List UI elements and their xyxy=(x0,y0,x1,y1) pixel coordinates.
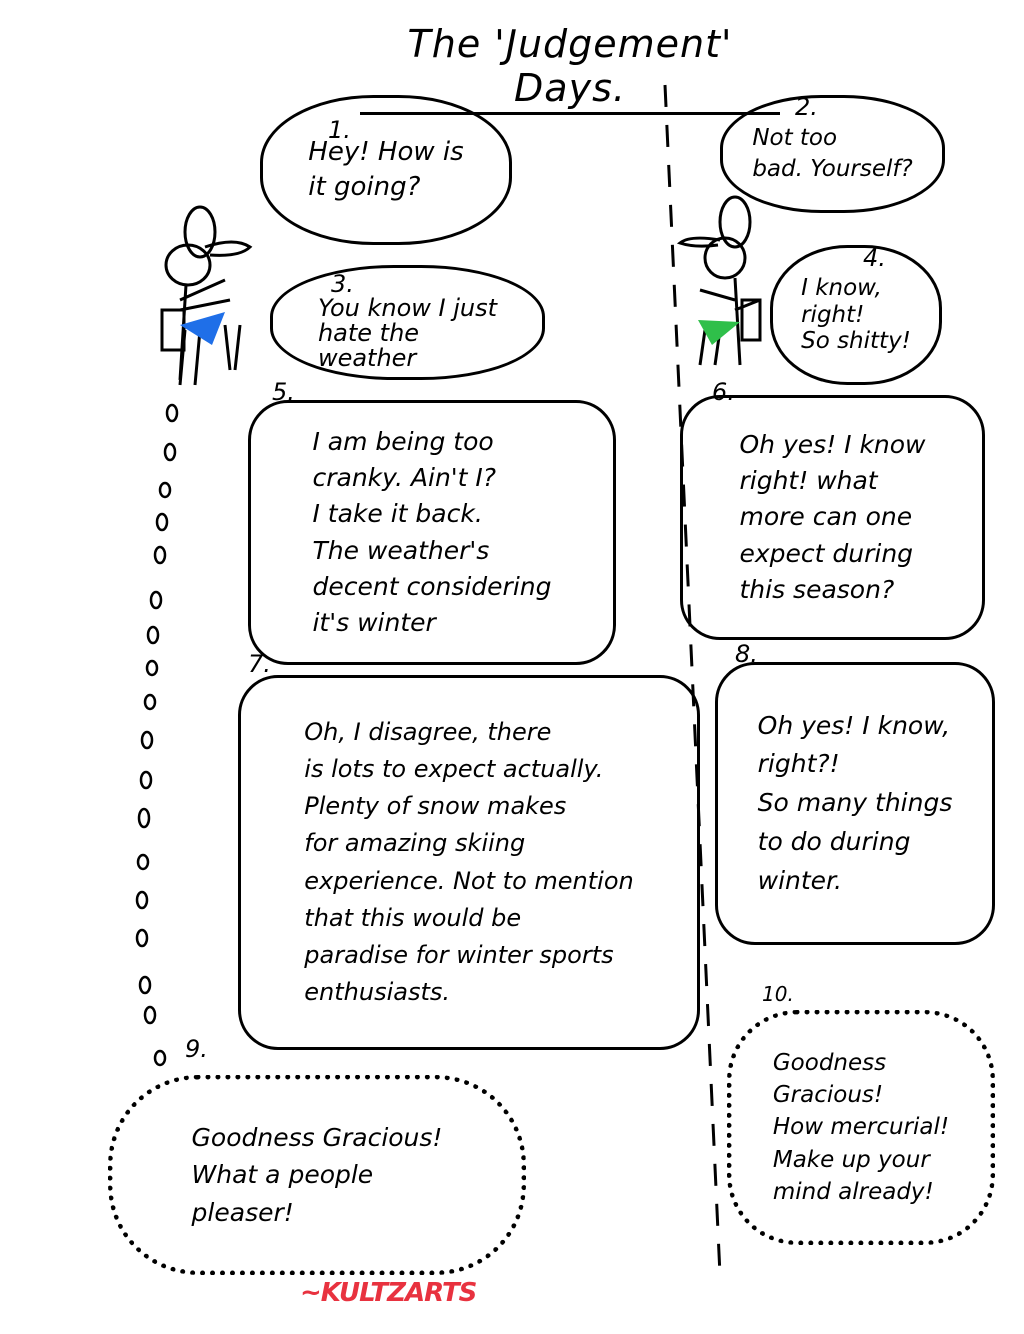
left-dots xyxy=(135,403,179,1067)
bubble-text: Not too bad. Yourself? xyxy=(752,124,913,182)
bubble-text: I know, right! So shitty! xyxy=(801,275,911,355)
bubble-number: 4. xyxy=(863,244,886,272)
bubble-text: Goodness Gracious! What a people pleaser… xyxy=(191,1122,443,1227)
bubble-number-10: 10. xyxy=(762,982,794,1006)
bubble-number: 3. xyxy=(331,270,354,298)
left-figure xyxy=(160,205,253,386)
right-scarf xyxy=(698,320,740,345)
speech-bubble-8: Oh yes! I know, right?! So many things t… xyxy=(715,662,995,945)
thought-cloud-9: Goodness Gracious! What a people pleaser… xyxy=(108,1075,526,1275)
bubble-text: You know I just hate the weather xyxy=(317,293,498,373)
bubble-text: Hey! How is it going? xyxy=(308,136,464,202)
bubble-number: 2. xyxy=(795,93,818,121)
bubble-text: Oh yes! I know, right?! So many things t… xyxy=(757,710,953,895)
speech-bubble-2: 2. Not too bad. Yourself? xyxy=(720,93,945,213)
speech-bubble-3: 3. You know I just hate the weather xyxy=(270,265,545,380)
speech-bubble-1: 1. Hey! How is it going? xyxy=(260,95,512,245)
speech-bubble-7: Oh, I disagree, there is lots to expect … xyxy=(238,675,700,1050)
bubble-text: Goodness Gracious! How mercurial! Make u… xyxy=(772,1050,950,1205)
bubble-text: I am being too cranky. Ain't I? I take i… xyxy=(312,426,552,637)
speech-bubble-6: Oh yes! I know right! what more can one … xyxy=(680,395,985,640)
bubble-text: Oh, I disagree, there is lots to expect … xyxy=(304,717,634,1007)
bubble-number-7: 7. xyxy=(248,650,271,678)
speech-bubble-5: I am being too cranky. Ain't I? I take i… xyxy=(248,400,616,665)
left-scarf xyxy=(180,312,225,345)
thought-cloud-10: Goodness Gracious! How mercurial! Make u… xyxy=(727,1010,995,1245)
bubble-number: 1. xyxy=(328,116,351,144)
comic-title: The 'Judgement' Days. xyxy=(360,22,780,115)
bubble-number-5: 5. xyxy=(272,378,295,406)
right-figure xyxy=(676,195,762,366)
bubble-number-8: 8. xyxy=(735,640,758,668)
bubble-text: Oh yes! I know right! what more can one … xyxy=(739,429,926,604)
bubble-number-9: 9. xyxy=(185,1035,208,1063)
artist-signature: ~KULTZARTS xyxy=(300,1278,477,1308)
speech-bubble-4: 4. I know, right! So shitty! xyxy=(770,244,942,385)
